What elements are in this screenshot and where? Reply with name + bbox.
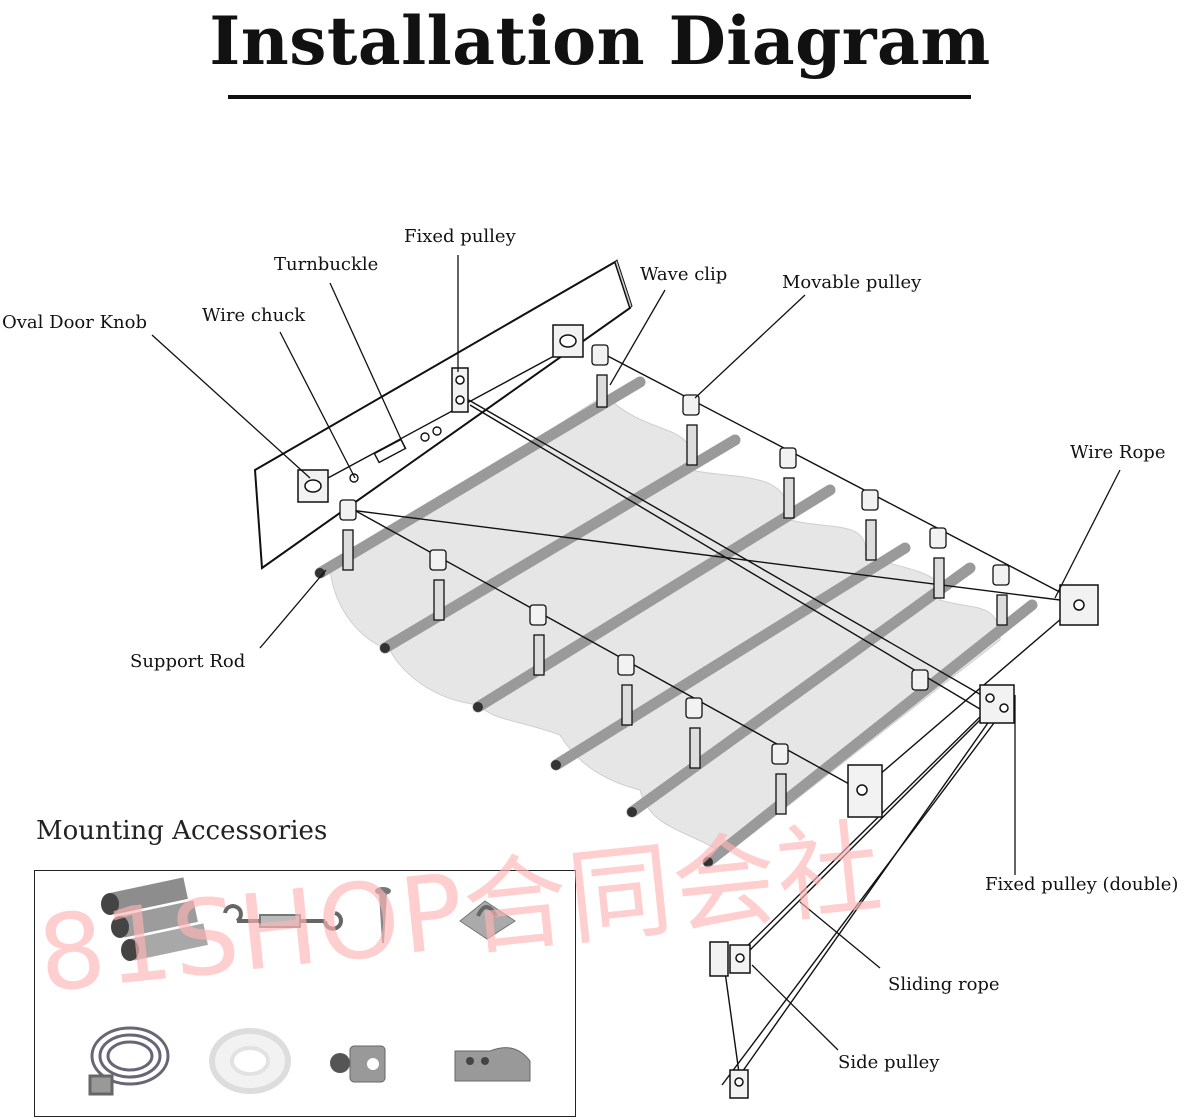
support-rod [550, 542, 911, 771]
support-rods [314, 376, 1038, 868]
pipe-clamp-icon [454, 1047, 531, 1082]
rod-ends [315, 568, 713, 867]
wire-coil-icon [88, 1026, 170, 1096]
movable-pulley [779, 447, 797, 519]
label-support-rod: Support Rod [130, 651, 246, 672]
oval-door-knob [297, 324, 584, 503]
shade-cloth-roll-icon [209, 1028, 291, 1094]
fixed-pulley [451, 367, 469, 413]
accessories-box [34, 870, 576, 1117]
fixed-pulley-double [979, 684, 1015, 724]
label-sliding-rope: Sliding rope [888, 974, 1000, 995]
stainless-tubes-icon [101, 877, 208, 961]
accessories-illustrations [88, 877, 531, 1096]
support-rod [702, 599, 1038, 868]
movable-pulley [591, 344, 609, 408]
movable-pulleys [339, 344, 1010, 815]
label-turnbuckle: Turnbuckle [274, 254, 379, 275]
label-fixed-pulley-double: Fixed pulley (double) [985, 874, 1179, 895]
label-side-pulley: Side pulley [838, 1052, 940, 1073]
movable-pulley [529, 604, 547, 676]
label-oval-door-knob: Oval Door Knob [2, 312, 147, 333]
accessories-title: Mounting Accessories [36, 816, 328, 846]
label-wave-clip: Wave clip [640, 264, 728, 285]
movable-pulley [685, 697, 703, 769]
movable-pulley [771, 743, 789, 815]
label-fixed-pulley: Fixed pulley [404, 226, 516, 247]
leader-lines [151, 255, 1121, 1051]
movable-pulley [617, 654, 635, 726]
turnbuckle-icon [223, 904, 343, 931]
movable-pulley [682, 394, 700, 466]
movable-pulley [861, 489, 879, 561]
pad-eye-plate-icon [459, 900, 516, 940]
movable-pulley [911, 669, 929, 691]
support-rod [626, 562, 976, 818]
title-rule [228, 95, 971, 99]
page-title: Installation Diagram [209, 2, 991, 80]
movable-pulley [429, 549, 447, 621]
movable-pulley [339, 499, 357, 571]
label-wire-rope: Wire Rope [1070, 442, 1166, 463]
end-plates [847, 584, 1099, 818]
wall-board-edge [614, 259, 633, 309]
wire-ropes [314, 341, 1076, 1086]
side-pulleys [709, 941, 751, 1099]
movable-pulley [929, 527, 947, 599]
movable-pulley [992, 564, 1010, 626]
support-rod [314, 376, 646, 579]
screw-icon [375, 887, 391, 943]
label-wire-chuck: Wire chuck [202, 305, 306, 326]
label-movable-pulley: Movable pulley [782, 272, 922, 293]
swivel-pulley-icon [330, 1045, 386, 1083]
